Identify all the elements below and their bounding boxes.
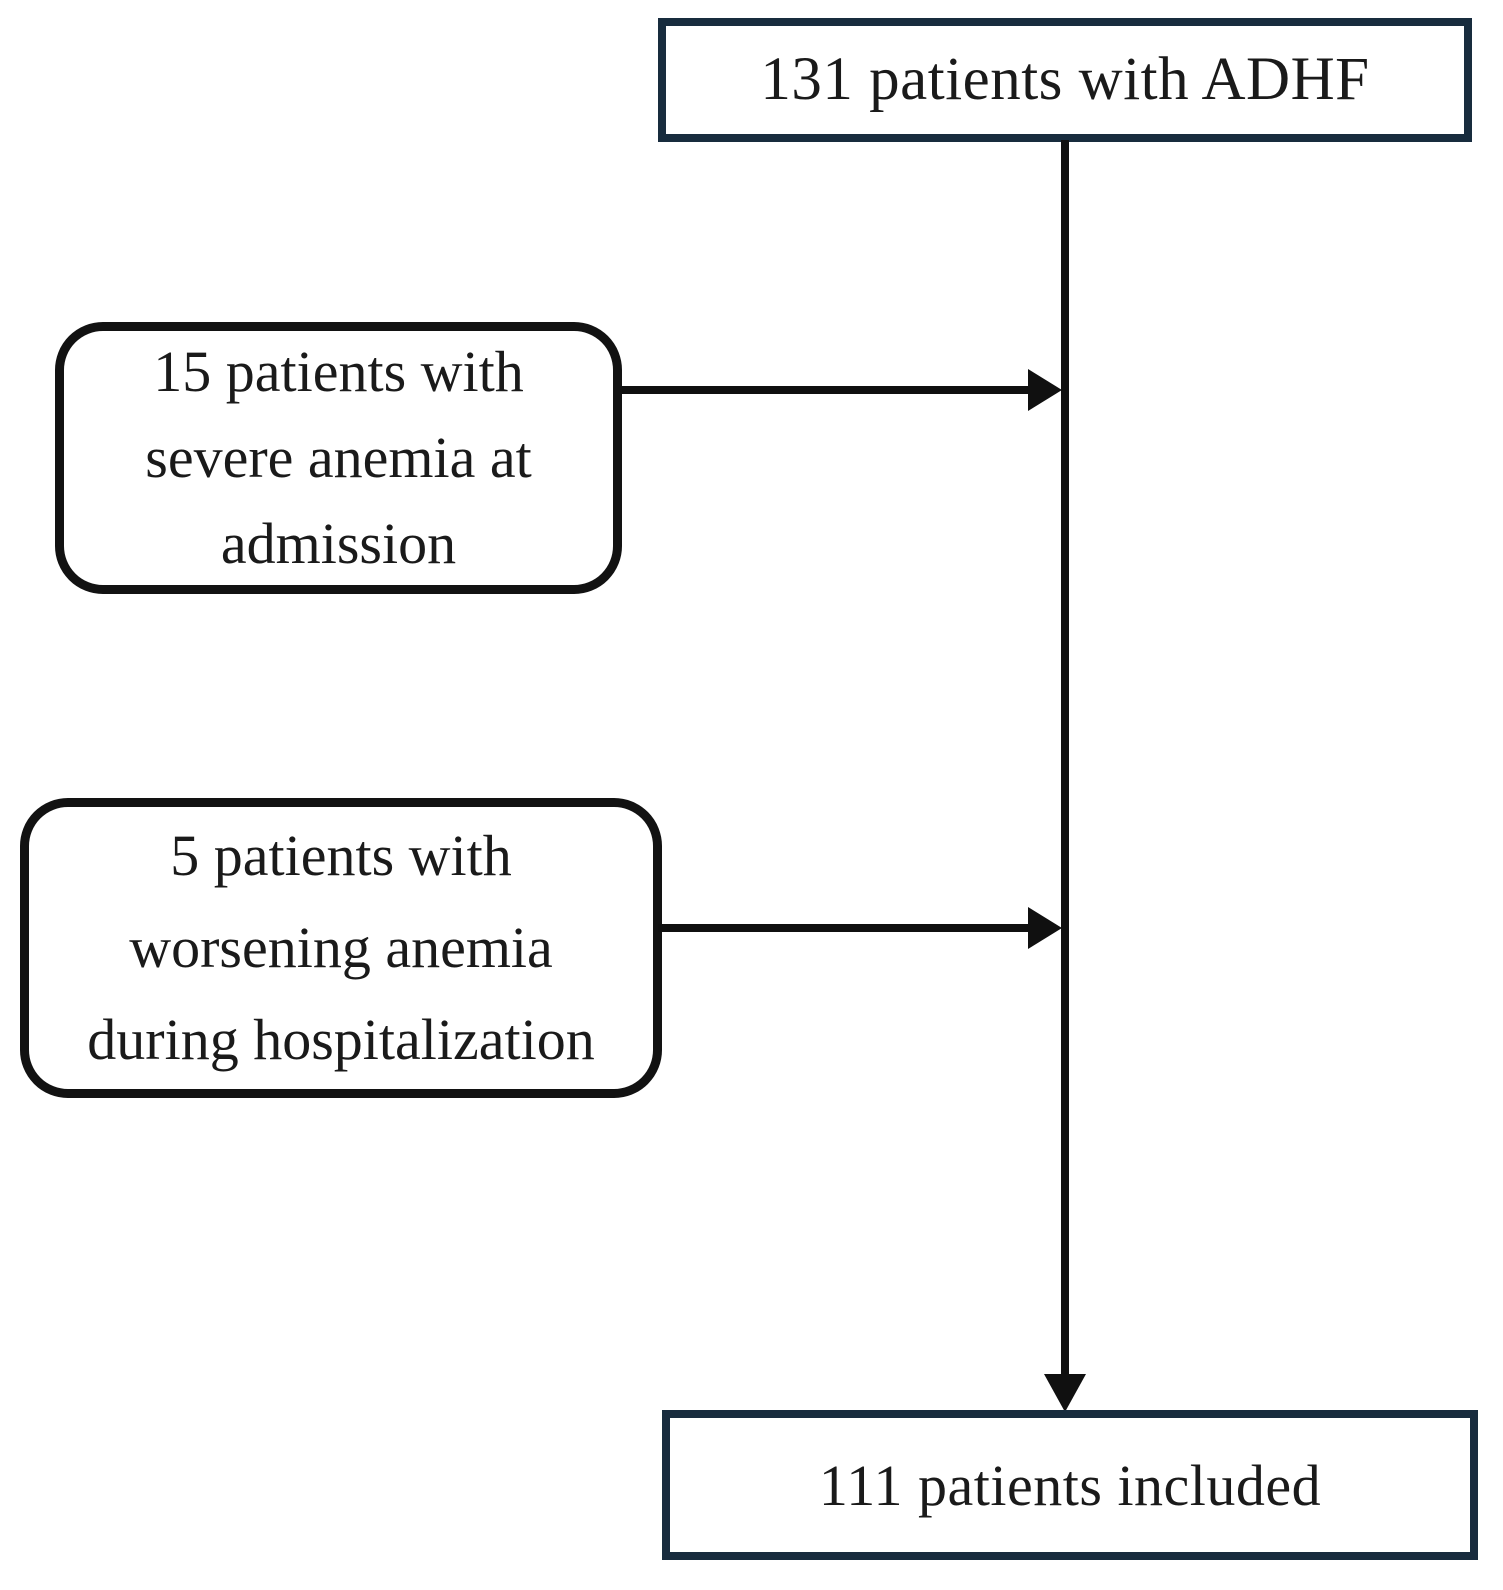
connector-exclusion2-line <box>658 924 1030 932</box>
node-exclusion-worsening-anemia: 5 patients with worsening anemia during … <box>20 798 662 1098</box>
node-exclusion-worsening-anemia-line: 5 patients with <box>170 823 512 888</box>
node-exclusion-severe-anemia-line: admission <box>220 511 457 576</box>
node-exclusion-worsening-anemia-line: worsening anemia <box>129 915 553 980</box>
node-exclusion-severe-anemia-line: severe anemia at <box>145 425 532 490</box>
node-exclusion-severe-anemia-line: 15 patients with <box>153 339 524 404</box>
node-patients-included-label: 111 patients included <box>818 1452 1322 1518</box>
node-patients-adhf-label: 131 patients with ADHF <box>760 46 1370 113</box>
node-exclusion-worsening-anemia-line: during hospitalization <box>87 1007 595 1072</box>
arrowhead-right-icon <box>1028 369 1062 411</box>
arrowhead-down-icon <box>1044 1374 1086 1412</box>
connector-exclusion1-line <box>620 386 1030 394</box>
connector-vertical-line <box>1061 140 1069 1378</box>
node-exclusion-severe-anemia: 15 patients with severe anemia at admiss… <box>55 322 622 594</box>
arrowhead-right-icon <box>1028 907 1062 949</box>
node-patients-adhf: 131 patients with ADHF <box>658 18 1472 142</box>
node-patients-included: 111 patients included <box>662 1410 1478 1560</box>
